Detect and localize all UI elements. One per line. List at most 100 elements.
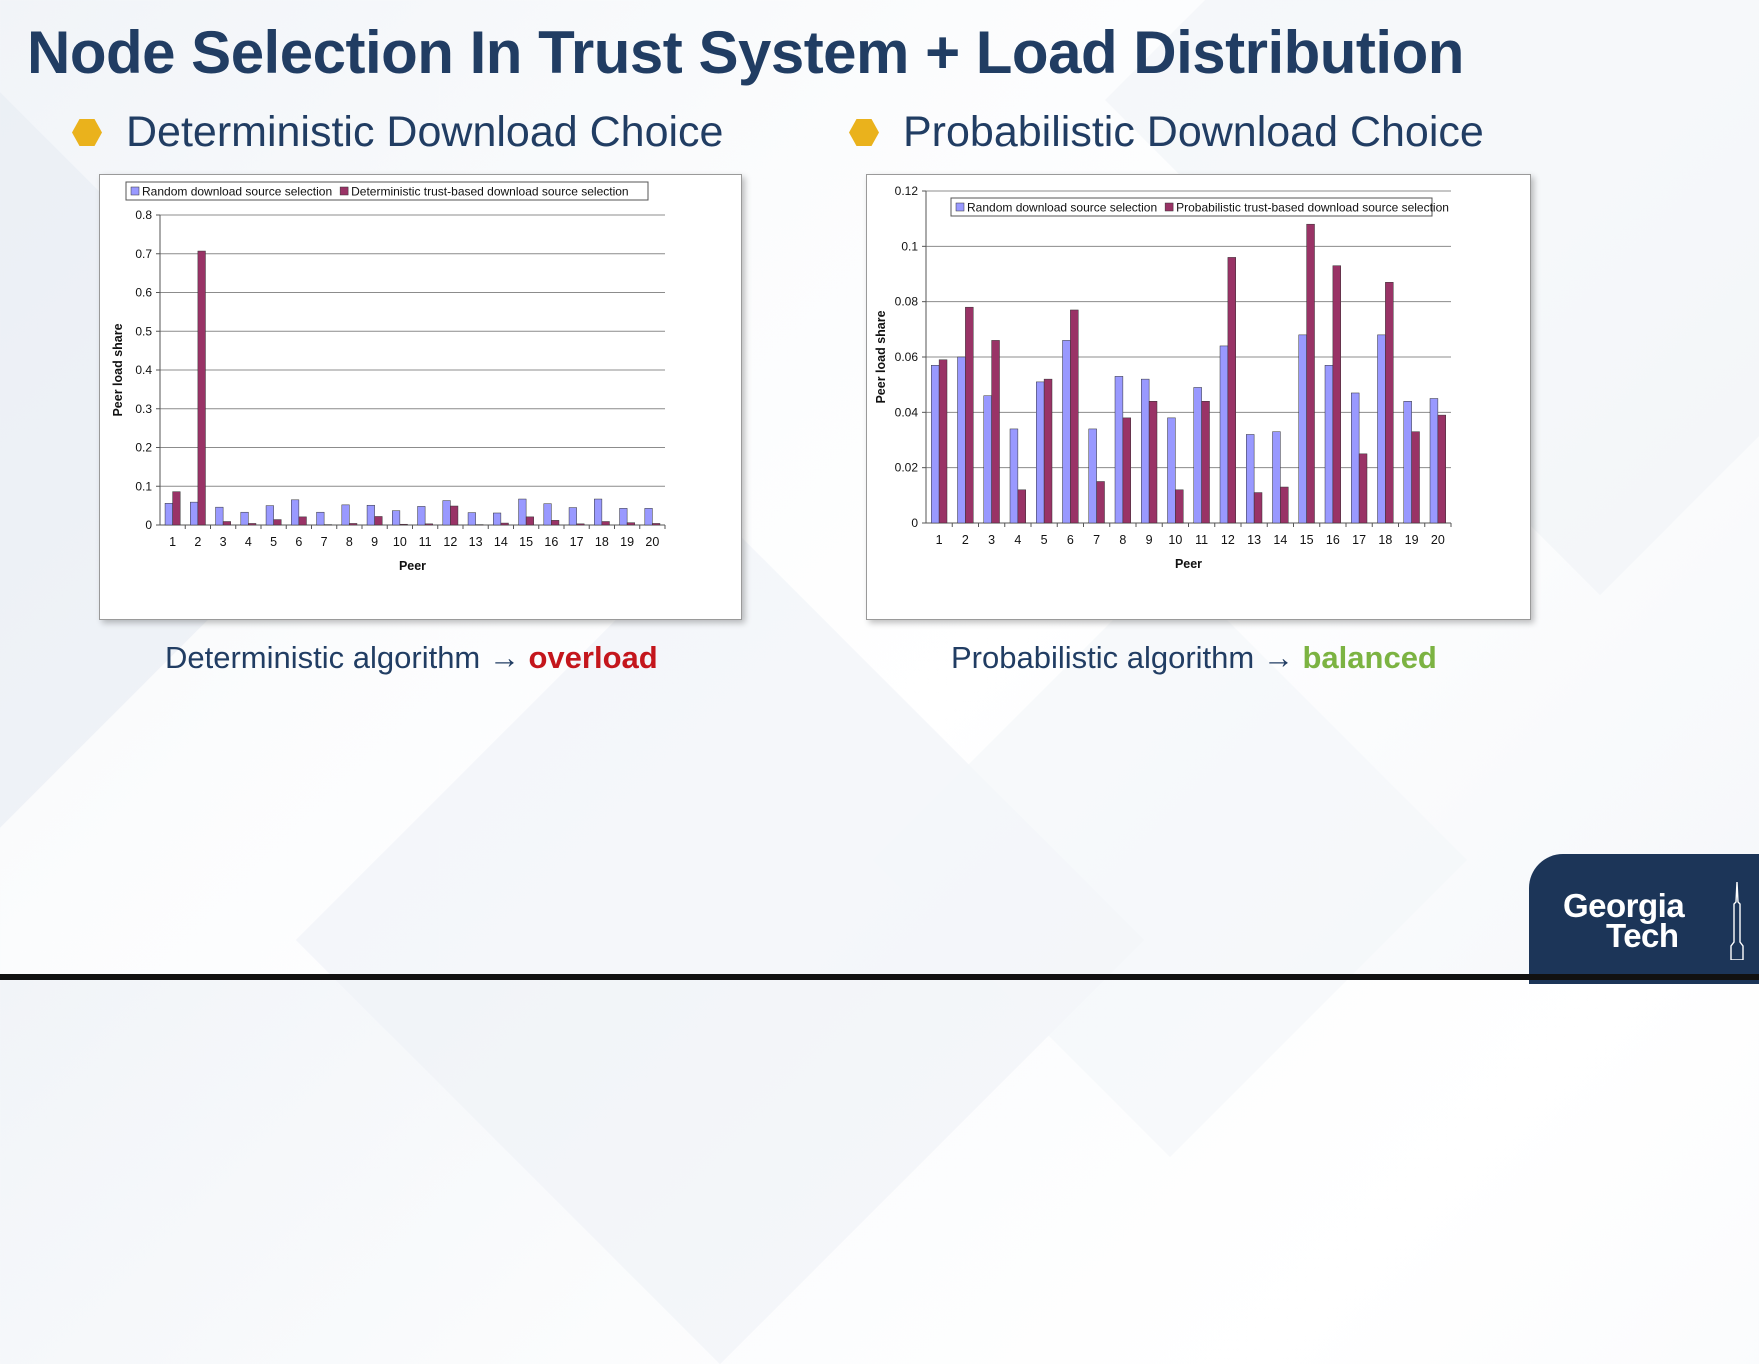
x-tick-label: 9 [371,535,378,549]
bar-trust [1017,489,1026,524]
bar-trust [601,521,610,526]
x-tick-label: 10 [1168,533,1182,547]
bar-random [265,505,274,526]
bar-random [1429,398,1439,524]
bar-trust [1306,223,1315,524]
hexagon-bullet-icon [72,119,102,146]
bar-trust [1411,431,1420,524]
y-tick-label: 0.4 [135,363,152,377]
bar-random [316,511,325,526]
bar-trust [1043,378,1053,524]
bar-trust [1358,453,1368,524]
bar-trust [450,505,459,526]
left-heading: Deterministic Download Choice [72,108,723,157]
bar-random [392,510,401,526]
georgia-tech-logo: Georgia Tech [1529,854,1759,984]
x-tick-label: 20 [1431,533,1445,547]
x-axis-title: Peer [1175,557,1202,571]
bar-random [1272,431,1281,524]
bar-trust [1070,309,1079,524]
bar-random [341,504,350,526]
y-tick-label: 0.3 [135,402,152,416]
x-tick-label: 12 [1221,533,1235,547]
x-tick-label: 13 [469,535,483,549]
x-tick-label: 18 [595,535,609,549]
bar-random [1088,428,1097,524]
legend-label: Random download source selection [142,185,332,199]
x-tick-label: 2 [962,533,969,547]
bar-random [467,512,476,526]
legend-swatch [339,186,349,196]
bar-random [366,504,375,526]
bar-random [240,511,249,526]
bar-random [957,356,966,524]
bar-random [1114,376,1124,524]
bar-random [1298,334,1307,524]
x-tick-label: 5 [270,535,277,549]
x-tick-label: 16 [544,535,558,549]
y-tick-label: 0.1 [901,239,918,253]
x-tick-label: 15 [1300,533,1314,547]
y-tick-label: 0.12 [895,184,919,198]
y-tick-label: 0 [911,516,918,530]
bar-trust [248,523,257,526]
left-caption: Deterministic algorithm → overload [165,640,658,676]
y-tick-label: 0.7 [135,247,152,261]
bar-random [291,499,300,526]
hexagon-bullet-icon [849,119,879,146]
x-tick-label: 20 [645,535,659,549]
bar-trust [991,340,1000,524]
x-tick-label: 13 [1247,533,1261,547]
bar-random [1219,345,1229,524]
y-tick-label: 0.2 [135,441,152,455]
bar-random [983,395,992,524]
x-tick-label: 12 [443,535,457,549]
bar-trust [172,491,181,526]
x-tick-label: 3 [988,533,995,547]
bar-random [1141,378,1150,524]
bar-trust [1201,401,1210,524]
bar-trust [500,522,509,526]
y-tick-label: 0.04 [895,405,919,419]
legend-label: Deterministic trust-based download sourc… [351,185,628,199]
bar-trust [1227,257,1236,524]
x-tick-label: 11 [1195,533,1208,547]
bar-random [417,506,426,526]
bar-random [1009,428,1019,524]
bar-random [493,512,502,526]
bar-trust [1253,492,1263,524]
legend-swatch [955,202,965,212]
legend-swatch [130,186,140,196]
bar-random [1324,365,1334,524]
x-tick-label: 6 [1067,533,1074,547]
x-tick-label: 17 [570,535,584,549]
right-heading-text: Probabilistic Download Choice [903,108,1484,156]
logo-line1: Georgia [1563,887,1685,924]
bar-random [543,503,552,526]
bar-trust [626,522,635,526]
bar-trust [1280,486,1289,524]
x-tick-label: 6 [295,535,302,549]
x-tick-label: 14 [494,535,508,549]
y-axis-title: Peer load share [874,310,888,403]
x-tick-label: 9 [1146,533,1153,547]
x-tick-label: 19 [620,535,634,549]
legend-label: Probabilistic trust-based download sourc… [1176,201,1449,215]
x-tick-label: 1 [936,533,943,547]
x-tick-label: 11 [419,535,432,549]
x-tick-label: 18 [1378,533,1392,547]
x-tick-label: 7 [1093,533,1100,547]
bar-trust [197,250,206,526]
bar-random [190,501,199,526]
x-axis-title: Peer [399,559,426,573]
x-tick-label: 4 [1014,533,1021,547]
bar-trust [298,516,307,526]
bar-trust [1385,282,1394,524]
y-tick-label: 0.6 [135,286,152,300]
right-caption: Probabilistic algorithm → balanced [951,640,1437,676]
x-tick-label: 15 [519,535,533,549]
y-tick-label: 0.02 [895,461,919,475]
bar-random [619,508,628,526]
